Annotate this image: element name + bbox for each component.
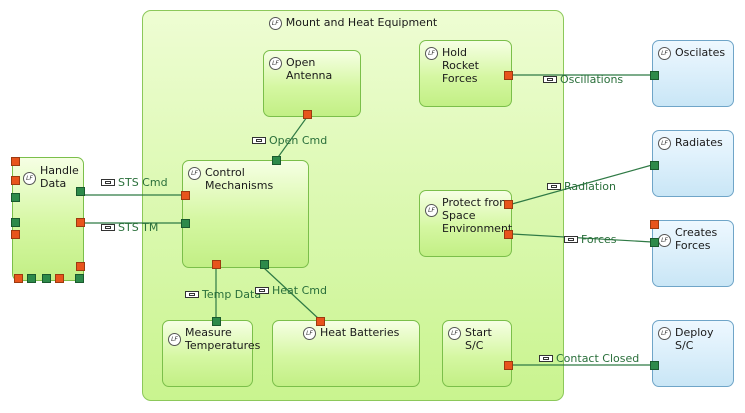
exchange-label-open-cmd[interactable]: Open Cmd	[252, 134, 327, 147]
function-title: Measure Temperatures	[185, 326, 261, 352]
output-port[interactable]	[11, 157, 20, 166]
output-port[interactable]	[504, 361, 513, 370]
function-title: Oscilates	[675, 46, 726, 59]
function-title: Handle Data	[40, 164, 79, 190]
function-title: Start S/C	[465, 326, 492, 352]
function-measure-temperatures[interactable]: LF Measure Temperatures	[162, 320, 261, 387]
output-port[interactable]	[504, 230, 513, 239]
container-title: Mount and Heat Equipment	[285, 16, 438, 29]
exchange-item-icon	[543, 76, 557, 83]
function-handle-data[interactable]: LF Handle Data	[12, 157, 84, 281]
logical-function-icon: LF	[303, 327, 316, 340]
input-port[interactable]	[76, 187, 85, 196]
function-title: Control Mechanisms	[205, 166, 274, 192]
exchange-item-icon	[539, 355, 553, 362]
exchange-label-oscillations[interactable]: Oscillations	[543, 73, 623, 86]
exchange-item-icon	[101, 179, 115, 186]
logical-function-icon: LF	[269, 57, 282, 70]
output-port[interactable]	[316, 317, 325, 326]
output-port[interactable]	[11, 176, 20, 185]
function-title: Creates Forces	[675, 226, 718, 252]
function-title: Hold Rocket Forces	[442, 46, 479, 85]
logical-function-icon: LF	[168, 333, 181, 346]
input-port[interactable]	[650, 71, 659, 80]
function-title: Protect from Space Environment	[442, 196, 513, 235]
function-title: Deploy S/C	[675, 326, 714, 352]
exchange-label-forces[interactable]: Forces	[564, 233, 617, 246]
output-port[interactable]	[14, 274, 23, 283]
output-port[interactable]	[11, 230, 20, 239]
function-control-mechanisms[interactable]: LF Control Mechanisms	[182, 160, 309, 268]
function-oscilates[interactable]: LF Oscilates	[652, 40, 734, 107]
output-port[interactable]	[76, 218, 85, 227]
function-creates-forces[interactable]: LF Creates Forces	[652, 220, 734, 287]
function-protect-from-space-environment[interactable]: LF Protect from Space Environment	[419, 190, 512, 257]
logical-function-icon: LF	[658, 327, 671, 340]
output-port[interactable]	[55, 274, 64, 283]
exchange-item-icon	[101, 224, 115, 231]
exchange-item-icon	[252, 137, 266, 144]
exchange-item-icon	[255, 287, 269, 294]
input-port[interactable]	[650, 238, 659, 247]
input-port[interactable]	[27, 274, 36, 283]
exchange-item-icon	[564, 236, 578, 243]
function-title: Open Antenna	[286, 56, 333, 82]
logical-function-icon: LF	[658, 234, 671, 247]
logical-function-icon: LF	[425, 47, 438, 60]
logical-function-icon: LF	[268, 16, 282, 30]
exchange-label-temp-data[interactable]: Temp Data	[185, 288, 261, 301]
input-port[interactable]	[650, 161, 659, 170]
function-open-antenna[interactable]: LF Open Antenna	[263, 50, 361, 117]
logical-function-icon: LF	[23, 172, 36, 185]
output-port[interactable]	[303, 110, 312, 119]
output-port[interactable]	[650, 220, 659, 229]
logical-function-icon: LF	[448, 327, 461, 340]
exchange-label-sts-cmd[interactable]: STS Cmd	[101, 176, 168, 189]
output-port[interactable]	[504, 71, 513, 80]
logical-function-icon: LF	[658, 47, 671, 60]
input-port[interactable]	[272, 156, 281, 165]
wire-heat-cmd	[263, 267, 321, 321]
function-deploy-sc[interactable]: LF Deploy S/C	[652, 320, 734, 387]
logical-function-icon: LF	[188, 167, 201, 180]
function-radiates[interactable]: LF Radiates	[652, 130, 734, 197]
exchange-label-radiation[interactable]: Radiation	[547, 180, 616, 193]
exchange-label-contact-closed[interactable]: Contact Closed	[539, 352, 639, 365]
input-port[interactable]	[650, 361, 659, 370]
function-title: Radiates	[675, 136, 723, 149]
function-hold-rocket-forces[interactable]: LF Hold Rocket Forces	[419, 40, 512, 107]
input-port[interactable]	[260, 260, 269, 269]
wire-radiation	[511, 164, 653, 205]
logical-function-icon: LF	[658, 137, 671, 150]
input-port[interactable]	[212, 317, 221, 326]
function-start-sc[interactable]: LF Start S/C	[442, 320, 512, 387]
exchange-label-heat-cmd[interactable]: Heat Cmd	[255, 284, 327, 297]
wire-forces	[511, 233, 653, 243]
wire-open-cmd	[275, 116, 308, 161]
input-port[interactable]	[75, 274, 84, 283]
exchange-label-sts-tm[interactable]: STS TM	[101, 221, 158, 234]
output-port[interactable]	[212, 260, 221, 269]
exchange-item-icon	[185, 291, 199, 298]
logical-function-icon: LF	[425, 204, 438, 217]
output-port[interactable]	[504, 200, 513, 209]
input-port[interactable]	[42, 274, 51, 283]
input-port[interactable]	[11, 193, 20, 202]
output-port[interactable]	[76, 262, 85, 271]
input-port[interactable]	[181, 219, 190, 228]
function-heat-batteries[interactable]: LF Heat Batteries	[272, 320, 420, 387]
exchange-item-icon	[547, 183, 561, 190]
input-port[interactable]	[11, 218, 20, 227]
output-port[interactable]	[181, 191, 190, 200]
function-title: Heat Batteries	[320, 326, 400, 339]
